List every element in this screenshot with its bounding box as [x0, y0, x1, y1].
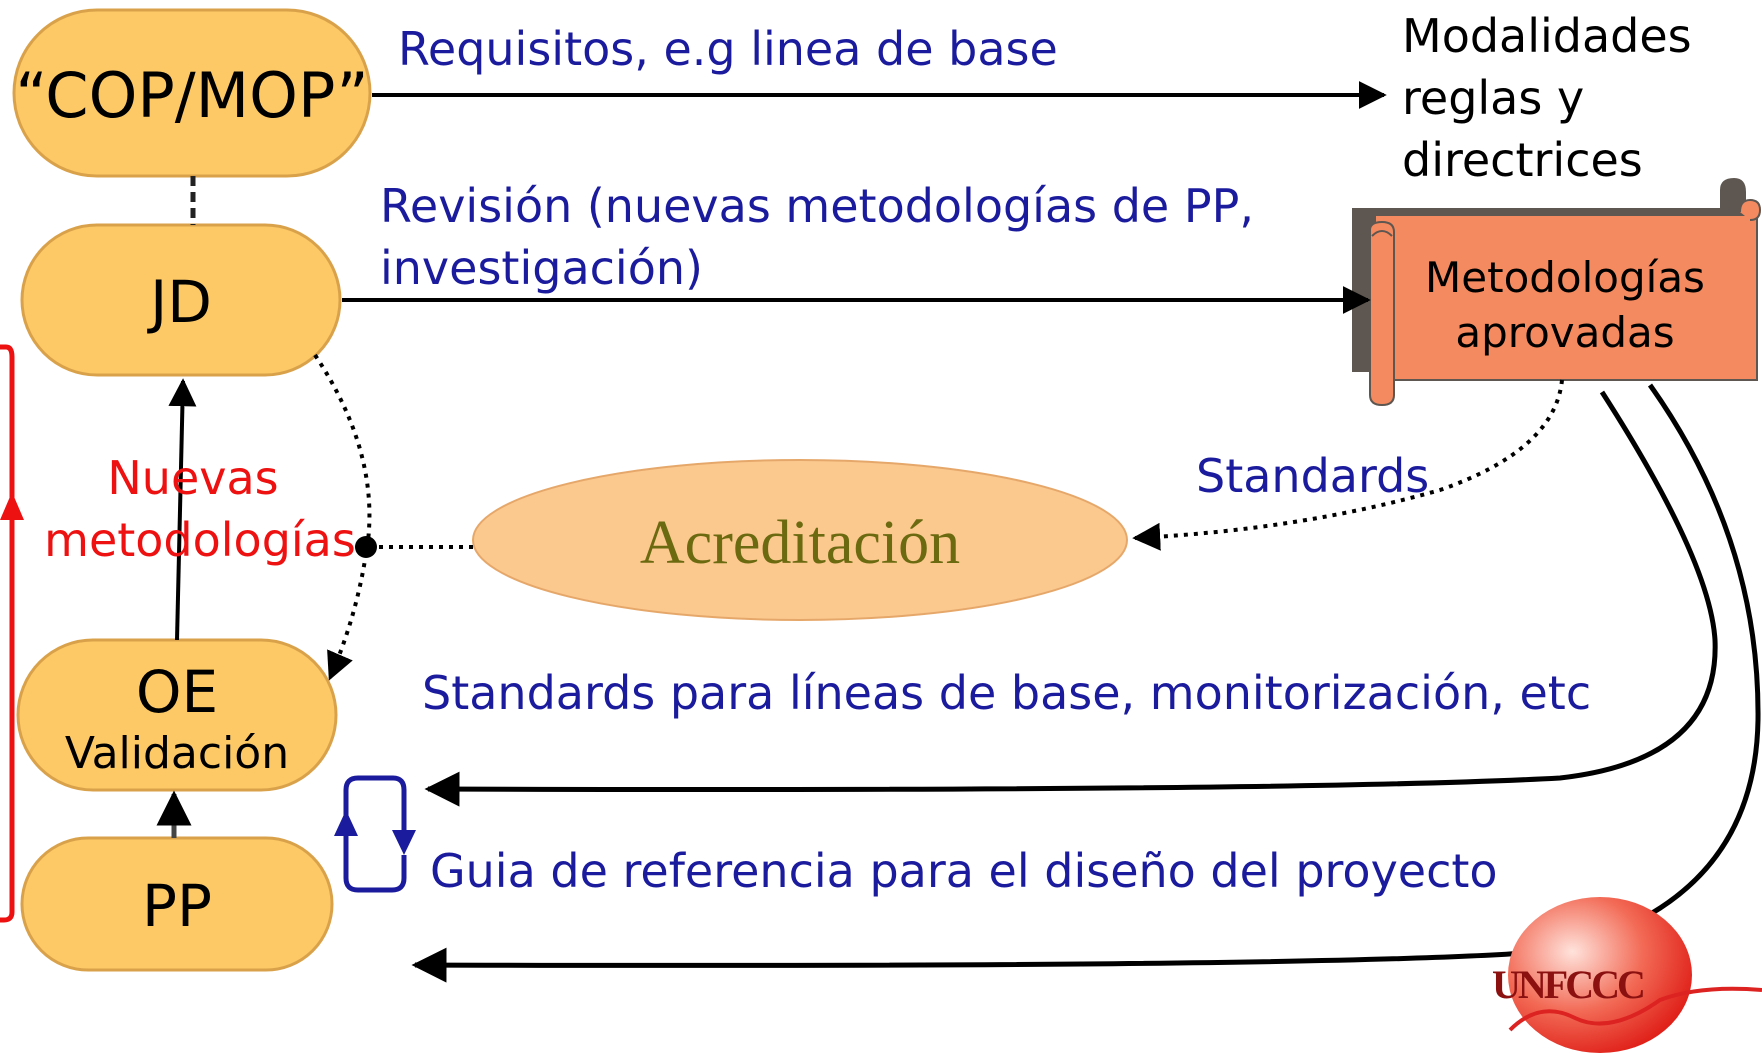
label-modalidades-line3: directrices — [1402, 133, 1643, 187]
label-modalidades-line2: reglas y — [1402, 71, 1584, 125]
dotted-metodologias-to-acreditacion — [1132, 379, 1564, 551]
unfccc-logo-text: UNFCCC — [1492, 962, 1643, 1007]
label-nuevas-line1: Nuevas — [107, 451, 278, 505]
label-nuevas-line2: metodologías — [44, 513, 356, 567]
junction-dot — [355, 536, 377, 558]
node-pp: PP — [20, 836, 334, 972]
node-oe-sublabel: Validación — [65, 728, 289, 779]
node-oe-label: OE — [136, 658, 218, 726]
cycle-loop-icon — [334, 775, 416, 893]
label-standards-lineas: Standards para líneas de base, monitoriz… — [422, 666, 1591, 720]
node-cop-mop-label: “COP/MOP” — [15, 59, 368, 132]
label-revision-line2: investigación) — [380, 241, 703, 295]
node-oe: OE Validación — [16, 638, 338, 792]
node-acreditacion: Acreditación — [472, 459, 1128, 621]
unfccc-logo: UNFCCC — [1492, 897, 1762, 1053]
node-acreditacion-label: Acreditación — [640, 509, 960, 577]
node-pp-label: PP — [142, 872, 212, 940]
label-modalidades-line1: Modalidades — [1402, 9, 1692, 63]
label-guia: Guia de referencia para el diseño del pr… — [430, 844, 1498, 898]
node-jd-label: JD — [147, 268, 212, 336]
label-requisitos: Requisitos, e.g linea de base — [398, 22, 1058, 76]
label-revision-line1: Revisión (nuevas metodologías de PP, — [380, 179, 1254, 233]
arrow-metodologias-to-standards — [424, 390, 1718, 807]
red-feedback-bracket — [0, 344, 24, 923]
node-cop-mop: “COP/MOP” — [12, 8, 372, 178]
scroll-metodologias: Metodologías aprovadas — [1352, 178, 1762, 407]
scroll-label-line2: aprovadas — [1455, 308, 1674, 357]
scroll-label-line1: Metodologías — [1425, 253, 1705, 302]
label-standards: Standards — [1196, 449, 1429, 503]
node-jd: JD — [20, 223, 342, 377]
arrow-oe-to-jd — [168, 378, 197, 641]
